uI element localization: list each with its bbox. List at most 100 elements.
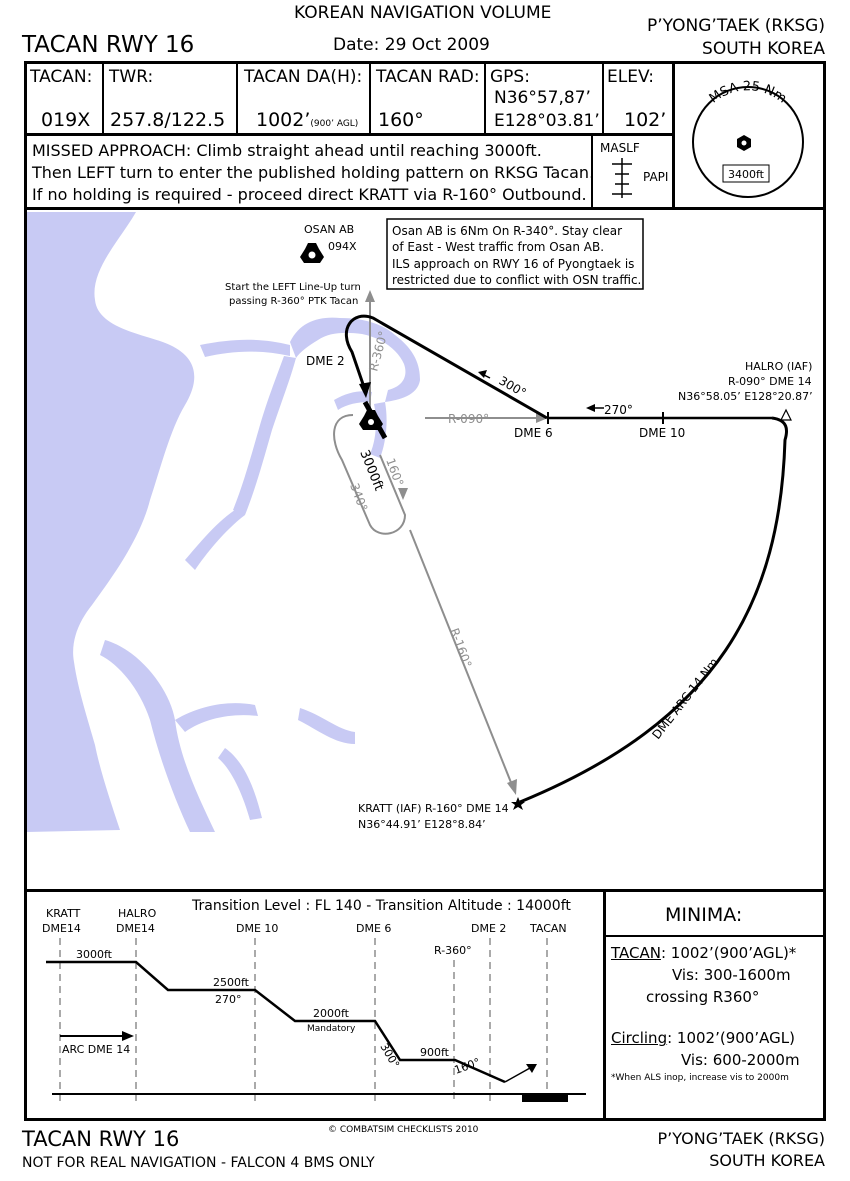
- osan-note-1: Osan AB is 6Nm On R-340°. Stay clear: [392, 224, 622, 238]
- transition-level: Transition Level : FL 140 - Transition A…: [191, 898, 571, 914]
- minima-circling-vis: Vis: 600-2000m: [681, 1051, 800, 1069]
- lighting-cell: MASLF PAPI: [591, 136, 674, 207]
- kratt-coords: N36°44.91’ E128°8.84’: [358, 818, 486, 831]
- profile-view: Transition Level : FL 140 - Transition A…: [24, 889, 606, 1121]
- minima-circling: Circling: 1002’(900’AGL): [611, 1029, 795, 1047]
- plan-dme2: DME 2: [306, 354, 345, 368]
- halro-name: HALRO (IAF): [745, 360, 812, 373]
- msa-panel: MSA 25 Nm 3400ft: [672, 61, 826, 210]
- runway-bar: [522, 1095, 568, 1102]
- da-cell: TACAN DA(H): 1002’(900’ AGL): [238, 64, 371, 133]
- minima-footnote: *When ALS inop, increase vis to 2000m: [611, 1073, 789, 1083]
- rad-value: 160°: [378, 109, 424, 131]
- footer-disclaimer: NOT FOR REAL NAVIGATION - FALCON 4 BMS O…: [22, 1155, 375, 1171]
- tacan-icon: [737, 135, 751, 151]
- msa-circle: MSA 25 Nm 3400ft: [692, 79, 804, 198]
- maslf-label: MASLF: [600, 141, 640, 155]
- minima-tacan-cross: crossing R360°: [646, 988, 760, 1006]
- lineup-note-2: passing R-360° PTK Tacan: [229, 296, 358, 307]
- profile-kratt-a: KRATT: [46, 907, 81, 920]
- airport-name: P’YONG’TAEK (RKSG): [647, 16, 825, 36]
- da-value-main: 1002’: [256, 109, 311, 131]
- missed-line-1: MISSED APPROACH: Climb straight ahead un…: [32, 141, 542, 160]
- halro-fix-icon: [780, 408, 792, 421]
- profile-halro-b: DME14: [116, 922, 155, 935]
- footer-copyright: © COMBATSIM CHECKLISTS 2010: [328, 1125, 479, 1135]
- kratt-fix-icon: [511, 797, 525, 810]
- plan-dme10: DME 10: [639, 426, 685, 440]
- twr-label: TWR:: [109, 67, 154, 87]
- elev-cell: ELEV: 102’: [604, 64, 672, 133]
- missed-line-3: If no holding is required - proceed dire…: [32, 185, 587, 204]
- profile-r360: R-360°: [434, 944, 472, 957]
- elev-value: 102’: [624, 109, 667, 131]
- footer-title: TACAN RWY 16: [22, 1127, 180, 1151]
- rksg-tacan-icon: [359, 410, 383, 430]
- radial-160: [409, 529, 513, 786]
- radial-360-arrow: [365, 290, 375, 302]
- approach-track: [345, 314, 788, 804]
- papi-label: PAPI: [643, 170, 669, 184]
- radials: [333, 290, 548, 795]
- profile-tacan: TACAN: [529, 922, 567, 935]
- minima-tacan-value: : 1002’(900’AGL)*: [660, 944, 797, 962]
- da-value: 1002’(900’ AGL): [256, 109, 358, 131]
- minima-tacan-vis: Vis: 300-1600m: [672, 966, 791, 984]
- rad-label: TACAN RAD:: [376, 67, 480, 87]
- profile-160: 160°: [453, 1056, 482, 1077]
- twr-value: 257.8/122.5: [110, 109, 226, 131]
- osan-note-2: of East - West traffic from Osan AB.: [392, 240, 604, 254]
- footer-airport: P’YONG’TAEK (RKSG): [657, 1129, 826, 1148]
- info-panel: TACAN: 019X TWR: 257.8/122.5 TACAN DA(H)…: [24, 61, 675, 136]
- holding-pattern: [333, 414, 407, 535]
- gps-cell: GPS: N36°57,87’ E128°03.81’: [486, 64, 604, 133]
- lineup-note-1: Start the LEFT Line-Up turn: [225, 282, 361, 293]
- profile-dme10: DME 10: [236, 922, 278, 935]
- missed-arrow: [526, 1064, 537, 1073]
- profile-arc: ARC DME 14: [62, 1043, 130, 1056]
- minima-tacan-label: TACAN: [611, 944, 661, 962]
- rad-cell: TACAN RAD: 160°: [371, 64, 486, 133]
- osan-note-4: restricted due to conflict with OSN traf…: [392, 273, 641, 287]
- da-label: TACAN DA(H):: [244, 67, 363, 87]
- profile-dme6: DME 6: [356, 922, 391, 935]
- osan-name: OSAN AB: [304, 223, 354, 236]
- approach-lights-icon: [612, 158, 632, 198]
- profile-kratt-b: DME14: [42, 922, 81, 935]
- profile-2500: 2500ft: [213, 976, 250, 989]
- gps-lat: N36°57,87’: [494, 88, 591, 108]
- elev-label: ELEV:: [607, 67, 654, 87]
- halro-coords: N36°58.05’ E128°20.87’: [678, 390, 813, 403]
- gps-lon: E128°03.81’: [494, 111, 600, 131]
- chart-date: Date: 29 Oct 2009: [333, 35, 490, 55]
- footer-country: SOUTH KOREA: [709, 1151, 825, 1170]
- gps-label: GPS:: [490, 67, 530, 87]
- arc-arrow: [122, 1031, 134, 1041]
- osan-note-box: [386, 218, 644, 290]
- msa-altitude: 3400ft: [728, 168, 765, 181]
- plan-hdg270: 270°: [604, 403, 633, 417]
- osan-channel: 094X: [328, 240, 357, 253]
- tacan-value: 019X: [41, 109, 91, 131]
- kratt-name: KRATT (IAF) R-160° DME 14: [358, 802, 509, 815]
- tacan-label: TACAN:: [30, 67, 93, 87]
- profile-halro-a: HALRO: [118, 907, 157, 920]
- plan-view: Osan AB is 6Nm On R-340°. Stay clear of …: [24, 207, 826, 892]
- profile-dme2: DME 2: [471, 922, 506, 935]
- minima-circling-label: Circling: [611, 1029, 668, 1047]
- profile-300: 300°: [377, 1041, 402, 1070]
- minima-tacan: TACAN: 1002’(900’AGL)*: [611, 944, 796, 962]
- profile-270: 270°: [215, 993, 242, 1006]
- osan-note-3: ILS approach on RWY 16 of Pyongtaek is: [392, 257, 634, 271]
- minima-title: MINIMA:: [665, 904, 743, 926]
- profile-descent-path: [46, 960, 506, 1084]
- halro-radial: R-090° DME 14: [728, 375, 812, 388]
- missed-line-2: Then LEFT turn to enter the published ho…: [32, 163, 595, 182]
- lineup-track: [345, 314, 548, 420]
- dme-arc: [519, 416, 788, 804]
- water-area: [27, 212, 420, 832]
- da-value-sub: (900’ AGL): [310, 119, 359, 129]
- minima-panel: MINIMA: TACAN: 1002’(900’AGL)* Vis: 300-…: [603, 889, 826, 1121]
- chart-title: TACAN RWY 16: [22, 32, 195, 58]
